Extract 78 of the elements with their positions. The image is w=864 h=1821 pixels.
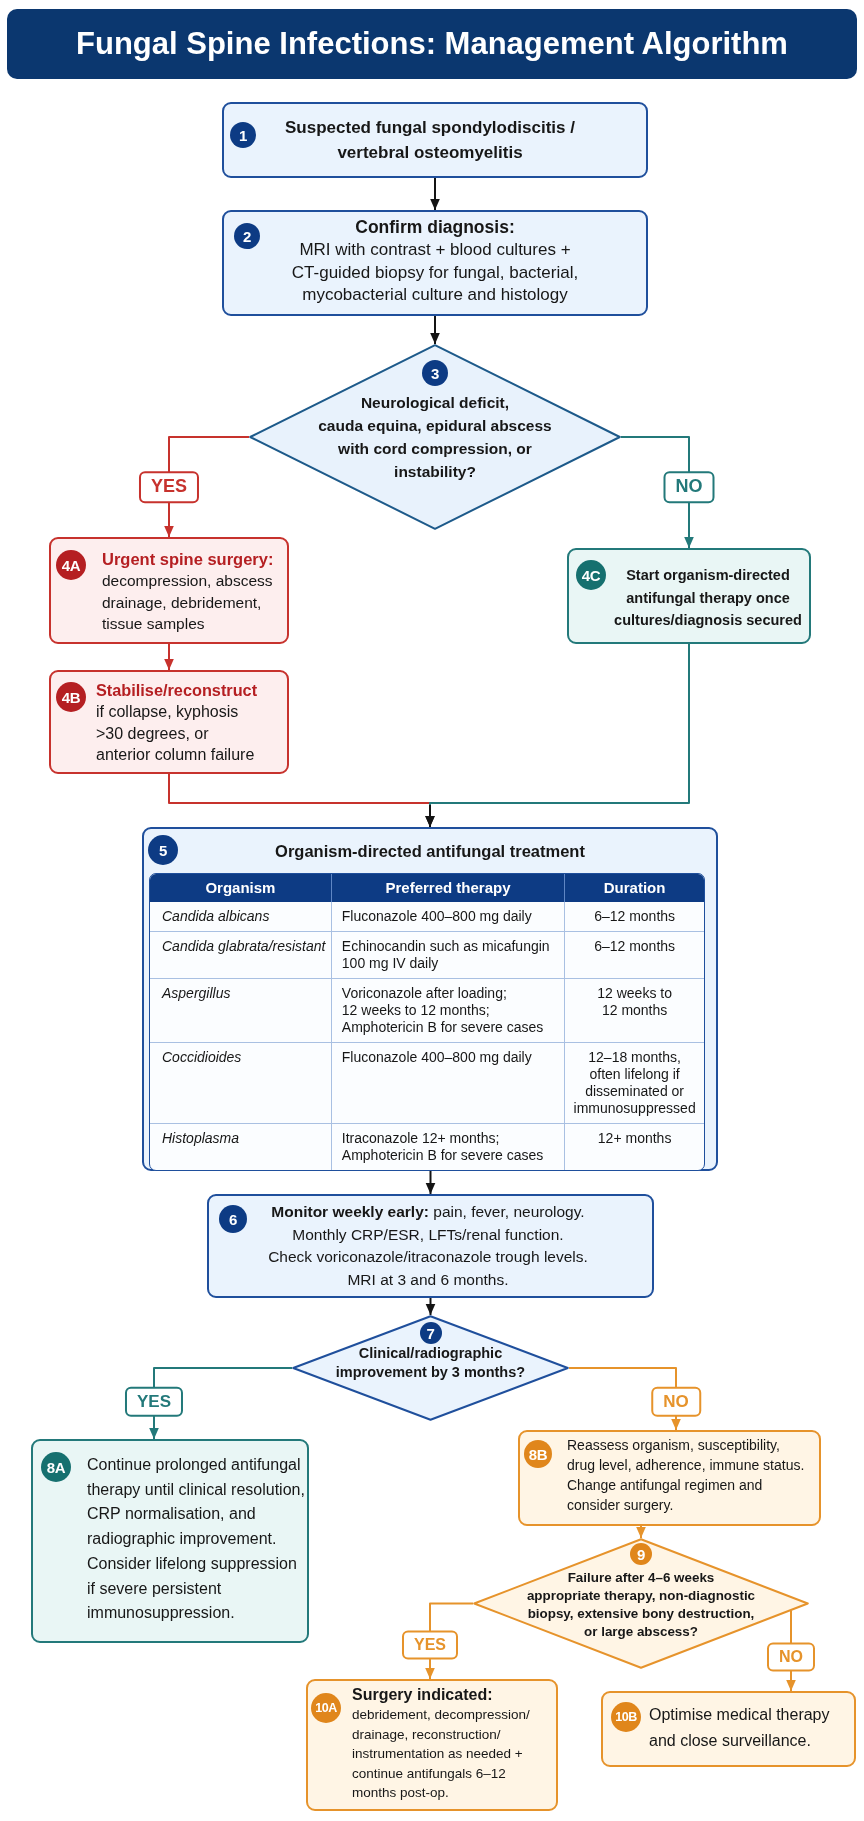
process-box [49, 537, 289, 644]
therapy-text: Echinocandin such as micafungin 100 mg IV daily [341, 938, 550, 971]
step-number: 10A [311, 1693, 341, 1723]
therapy-text: Voriconazole after loading; 12 weeks to 12 months; Amphotericin B for severe cases [341, 985, 544, 1035]
process-box [222, 102, 648, 178]
decision-question: Failure after 4–6 weeks appropriate therapy, non-diagnostic biopsy, extensive bony destruction, or large abscess? [526, 1570, 756, 1639]
step-text: if collapse, kyphosis >30 degrees, or anterior column failure [96, 703, 255, 763]
decision-question: Clinical/radiographic improvement by 3 months? [335, 1345, 526, 1380]
organism-name: Candida albicans [162, 908, 270, 924]
organism-name: Histoplasma [162, 1130, 240, 1146]
process-box [306, 1679, 558, 1811]
step-text: Optimise medical therapy and close surveillance. [649, 1706, 830, 1749]
step-text: Monthly CRP/ESR, LFTs/renal function. [292, 1225, 564, 1243]
decision-diamond [249, 344, 621, 530]
edge-label: NO [767, 1642, 815, 1672]
arrow [636, 1525, 646, 1539]
edge-label: NO [651, 1386, 701, 1418]
process-box [518, 1430, 821, 1526]
arrow [430, 177, 440, 211]
step-heading: Surgery indicated: [352, 1686, 493, 1703]
title-banner: Fungal Spine Infections: Management Algorithm [7, 9, 857, 79]
step-number: 10B [611, 1702, 641, 1732]
arrow [425, 1170, 436, 1195]
therapy-text: Itraconazole 12+ months; Amphotericin B for severe cases [341, 1130, 544, 1163]
decision-diamond [292, 1315, 569, 1421]
arrow [425, 1297, 436, 1316]
duration-text: 12–18 months, often lifelong if disseminated or immunosuppressed [573, 1049, 696, 1116]
therapy-text: Fluconazole 400–800 mg daily [341, 908, 532, 924]
column-header: Organism [150, 874, 332, 902]
therapy-text: Fluconazole 400–800 mg daily [341, 1049, 532, 1065]
organism-name: Aspergillus [162, 985, 231, 1001]
step-text: Monitor weekly early: pain, fever, neurology. [271, 1203, 585, 1220]
arrow [164, 643, 174, 671]
step-number: 4C [576, 560, 606, 590]
duration-text: 6–12 months [594, 938, 676, 954]
edge-label: YES [402, 1630, 458, 1660]
decision-question: Neurological deficit, cauda equina, epidural abscess with cord compression, or instability? [318, 394, 552, 480]
process-box [31, 1439, 309, 1643]
step-number: 6 [219, 1205, 247, 1233]
step-text: MRI with contrast + blood cultures + CT-guided biopsy for fungal, bacterial, mycobacterial culture and histology [291, 240, 579, 304]
duration-text: 6–12 months [594, 908, 676, 924]
process-box [207, 1194, 654, 1298]
process-box [601, 1691, 856, 1767]
step-text: Start organism-directed antifungal therapy once cultures/diagnosis secured [614, 567, 802, 628]
edge-label: YES [125, 1386, 183, 1418]
process-box [567, 548, 811, 644]
step-number: 1 [230, 122, 256, 148]
step-number: 8A [41, 1452, 71, 1482]
arrow [430, 315, 440, 345]
decision-diamond [473, 1538, 809, 1669]
process-box [49, 670, 289, 774]
step-text: debridement, decompression/ drainage, reconstruction/ instrumentation as needed + continue antifungals 6–12 months post-op. [352, 1707, 530, 1800]
edge-label: NO [663, 471, 715, 503]
edge-label: YES [139, 471, 199, 503]
organism-name: Coccidioides [162, 1049, 242, 1065]
step-heading: Stabilise/reconstruct [96, 681, 258, 699]
step-text: Reassess organism, susceptibility, drug level, adherence, immune status. Change antifungal regimen and consider surgery. [567, 1437, 805, 1513]
step-number: 2 [234, 223, 260, 249]
duration-text: 12 weeks to 12 months [597, 985, 672, 1018]
step-text: Continue prolonged antifungal therapy until clinical resolution, CRP normalisation, and radiographic improvement. Consider lifelong suppression if severe persistent immunosuppression. [87, 1456, 305, 1622]
column-header: Duration [564, 874, 704, 902]
process-box [142, 827, 718, 1171]
duration-text: 12+ months [597, 1130, 672, 1146]
arrow [425, 643, 690, 828]
step-text: Check voriconazole/itraconazole trough levels. [268, 1248, 588, 1265]
step-text: decompression, abscess drainage, debridement, tissue samples [102, 572, 273, 632]
step-text: MRI at 3 and 6 months. [347, 1270, 509, 1288]
table-title: Organism-directed antifungal treatment [275, 842, 585, 860]
step-number: 4A [56, 550, 86, 580]
organism-name: Candida glabrata/resistant [162, 938, 326, 954]
step-number: 5 [148, 835, 178, 865]
step-heading: Urgent spine surgery: [102, 550, 274, 568]
step-number: 8B [524, 1440, 552, 1468]
step-text: Suspected fungal spondylodiscitis / vertebral osteomyelitis [285, 117, 575, 162]
step-heading: Confirm diagnosis: [355, 217, 515, 237]
step-number: 4B [56, 682, 86, 712]
process-box [222, 210, 648, 316]
column-header: Preferred therapy [331, 874, 565, 902]
